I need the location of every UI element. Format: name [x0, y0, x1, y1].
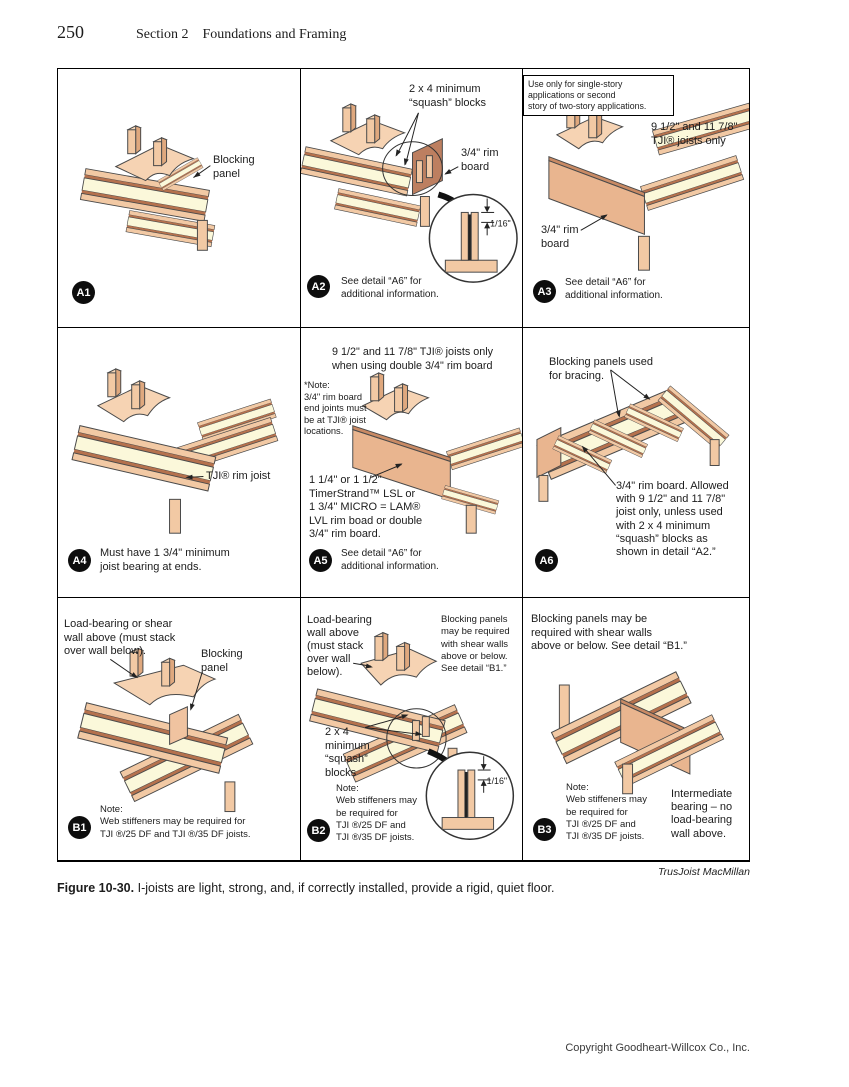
blocking-panel-label: Blocking panel	[201, 648, 243, 674]
figure-10-30: Blocking panel A1	[57, 68, 750, 862]
end-joints-note: *Note: 3/4" rim board end joints must be…	[304, 380, 367, 437]
figure-credit: TrusJoist MacMillan	[658, 866, 750, 878]
b2-illustration: 1/16"	[309, 632, 515, 840]
caption-label: Figure 10-30.	[57, 881, 135, 895]
lsl-lvl-label: 1 1/4" or 1 1/2" TimerStrand™ LSL or 1 3…	[309, 474, 423, 540]
web-stiffeners-note-b2: Note: Web stiffeners may be required for…	[336, 783, 417, 844]
tji-rim-joist-label: TJI® rim joist	[206, 470, 271, 482]
section-label: Section 2	[136, 27, 189, 42]
load-bearing-wall-label: Load-bearing wall above (must stack over…	[307, 614, 372, 678]
squash-blocks-label: 2 x 4 minimum “squash” blocks	[325, 726, 370, 779]
badge-a3: A3	[533, 280, 556, 303]
single-story-note: Use only for single-story applications o…	[523, 75, 674, 116]
tji-joists-label: 9 1/2" and 11 7/8" TJI® joists only	[651, 121, 738, 147]
a5-illustration	[352, 372, 522, 534]
running-header: Section 2 Foundations and Framing	[136, 27, 346, 43]
blocking-panels-heading: Blocking panels may be required with she…	[531, 613, 687, 652]
rim-board-label: 3/4" rim board	[461, 147, 499, 173]
badge-a1: A1	[72, 281, 95, 304]
blocking-bracing-label: Blocking panels used for bracing.	[549, 356, 653, 382]
copyright-line: Copyright Goodheart-Willcox Co., Inc.	[565, 1042, 750, 1054]
panel-a1: Blocking panel A1	[58, 69, 301, 328]
bearing-note-a4: Must have 1 3/4" minimum joist bearing a…	[100, 547, 230, 573]
rim-board-label: 3/4" rim board	[541, 224, 579, 250]
panel-b1: Load-bearing or shear wall above (must s…	[58, 598, 301, 860]
see-detail-note-a3: See detail “A6” for additional informati…	[565, 277, 663, 301]
panel-a5: 9 1/2" and 11 7/8" TJI® joists only when…	[301, 328, 523, 598]
squash-blocks-label: 2 x 4 minimum “squash” blocks	[409, 83, 487, 109]
panel-a6: Blocking panels used for bracing. 3/4" r…	[523, 328, 749, 598]
blocking-panels-note: Blocking panels may be required with she…	[441, 614, 510, 675]
panel-b3: Blocking panels may be required with she…	[523, 598, 749, 860]
intermediate-bearing-label: Intermediate bearing – no load-bearing w…	[671, 788, 733, 840]
gap-dimension-a2: 1/16"	[490, 218, 511, 228]
caption-text: I-joists are light, strong, and, if corr…	[137, 881, 555, 895]
gap-dimension-b2: 1/16"	[487, 776, 507, 786]
a1-illustration	[79, 125, 216, 251]
badge-b3: B3	[533, 818, 556, 841]
panel-a2: 1/16" 2 x 4 minimum “squash” blocks 3/4"…	[301, 69, 523, 328]
see-detail-note-a2: See detail “A6” for additional informati…	[341, 276, 439, 300]
web-stiffeners-note-b1: Note: Web stiffeners may be required for…	[100, 804, 251, 840]
b1-illustration	[77, 647, 254, 813]
badge-a4: A4	[68, 549, 91, 572]
panel-a3: Use only for single-story applications o…	[523, 69, 749, 328]
badge-b1: B1	[68, 816, 91, 839]
section-title: Foundations and Framing	[202, 27, 347, 42]
blocking-panel-label: Blocking panel	[213, 154, 255, 180]
a4-illustration	[71, 368, 279, 534]
panel-a4: TJI® rim joist A4 Must have 1 3/4" minim…	[58, 328, 301, 598]
a2-illustration: 1/16"	[301, 103, 518, 283]
b3-illustration	[550, 671, 724, 795]
a6-illustration	[536, 369, 730, 502]
panel-b2: 1/16" Load-bearing wall above (must stac…	[301, 598, 523, 860]
badge-b2: B2	[307, 819, 330, 842]
web-stiffeners-note-b3: Note: Web stiffeners may be required for…	[566, 782, 647, 843]
figure-caption: Figure 10-30. I-joists are light, strong…	[57, 881, 797, 895]
see-detail-note-a5: See detail “A6” for additional informati…	[341, 548, 439, 572]
a3-illustration	[548, 99, 749, 271]
double-rim-heading: 9 1/2" and 11 7/8" TJI® joists only when…	[332, 346, 494, 372]
badge-a5: A5	[309, 549, 332, 572]
load-bearing-wall-label: Load-bearing or shear wall above (must s…	[64, 618, 176, 657]
badge-a2: A2	[307, 275, 330, 298]
rim-board-body-text: 3/4" rim board. Allowed with 9 1/2" and …	[616, 480, 729, 559]
badge-a6: A6	[535, 549, 558, 572]
page-number: 250	[57, 22, 84, 42]
